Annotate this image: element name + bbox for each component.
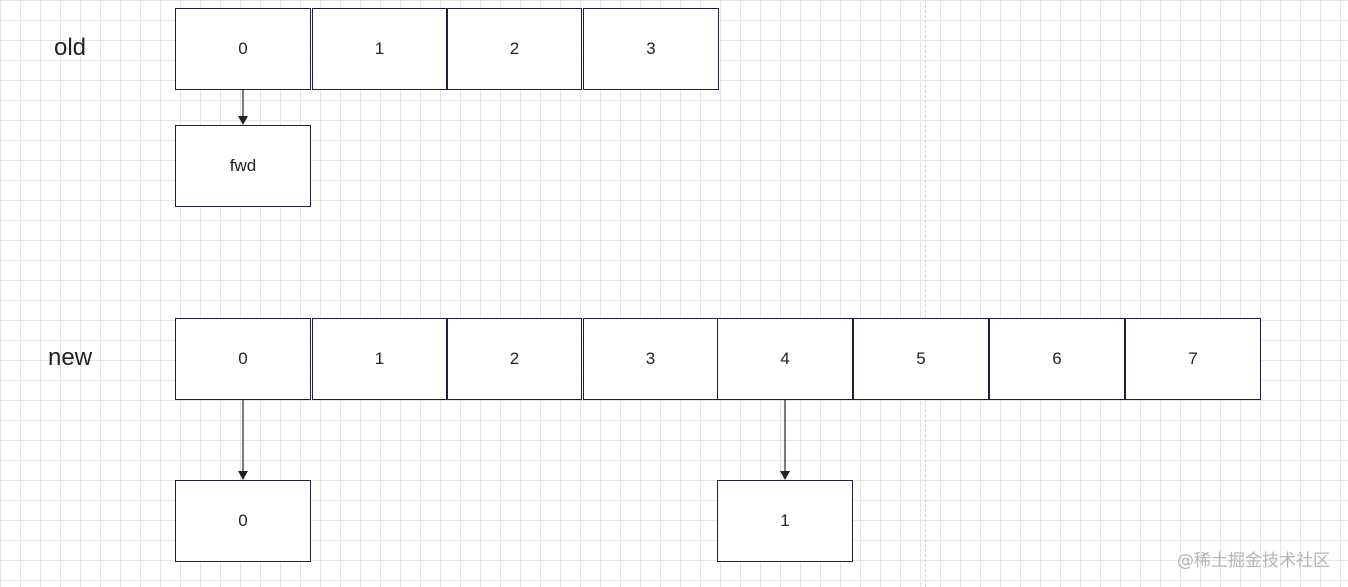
new-cell-6: 6 — [989, 318, 1125, 400]
arrow-new0-to-child0 — [238, 400, 248, 480]
watermark: @稀土掘金技术社区 — [1177, 551, 1330, 571]
old-cell-1: 1 — [312, 8, 447, 90]
new-cell-2: 2 — [447, 318, 582, 400]
arrow-old0-to-fwd — [238, 90, 248, 125]
new-cell-1: 1 — [312, 318, 447, 400]
old-cell-0: 0 — [175, 8, 311, 90]
new-child-node-0: 0 — [175, 480, 311, 562]
new-cell-0: 0 — [175, 318, 311, 400]
fwd-node: fwd — [175, 125, 311, 207]
old-label: old — [54, 34, 87, 61]
old-cell-2: 2 — [447, 8, 582, 90]
new-cell-4: 4 — [717, 318, 853, 400]
new-cell-3: 3 — [583, 318, 718, 400]
new-cell-7: 7 — [1125, 318, 1261, 400]
arrow-new4-to-child1 — [780, 400, 790, 480]
dashed-guide — [925, 0, 926, 587]
old-cell-3: 3 — [583, 8, 719, 90]
new-child-node-1: 1 — [717, 480, 853, 562]
new-label: new — [48, 344, 93, 371]
new-cell-5: 5 — [853, 318, 989, 400]
